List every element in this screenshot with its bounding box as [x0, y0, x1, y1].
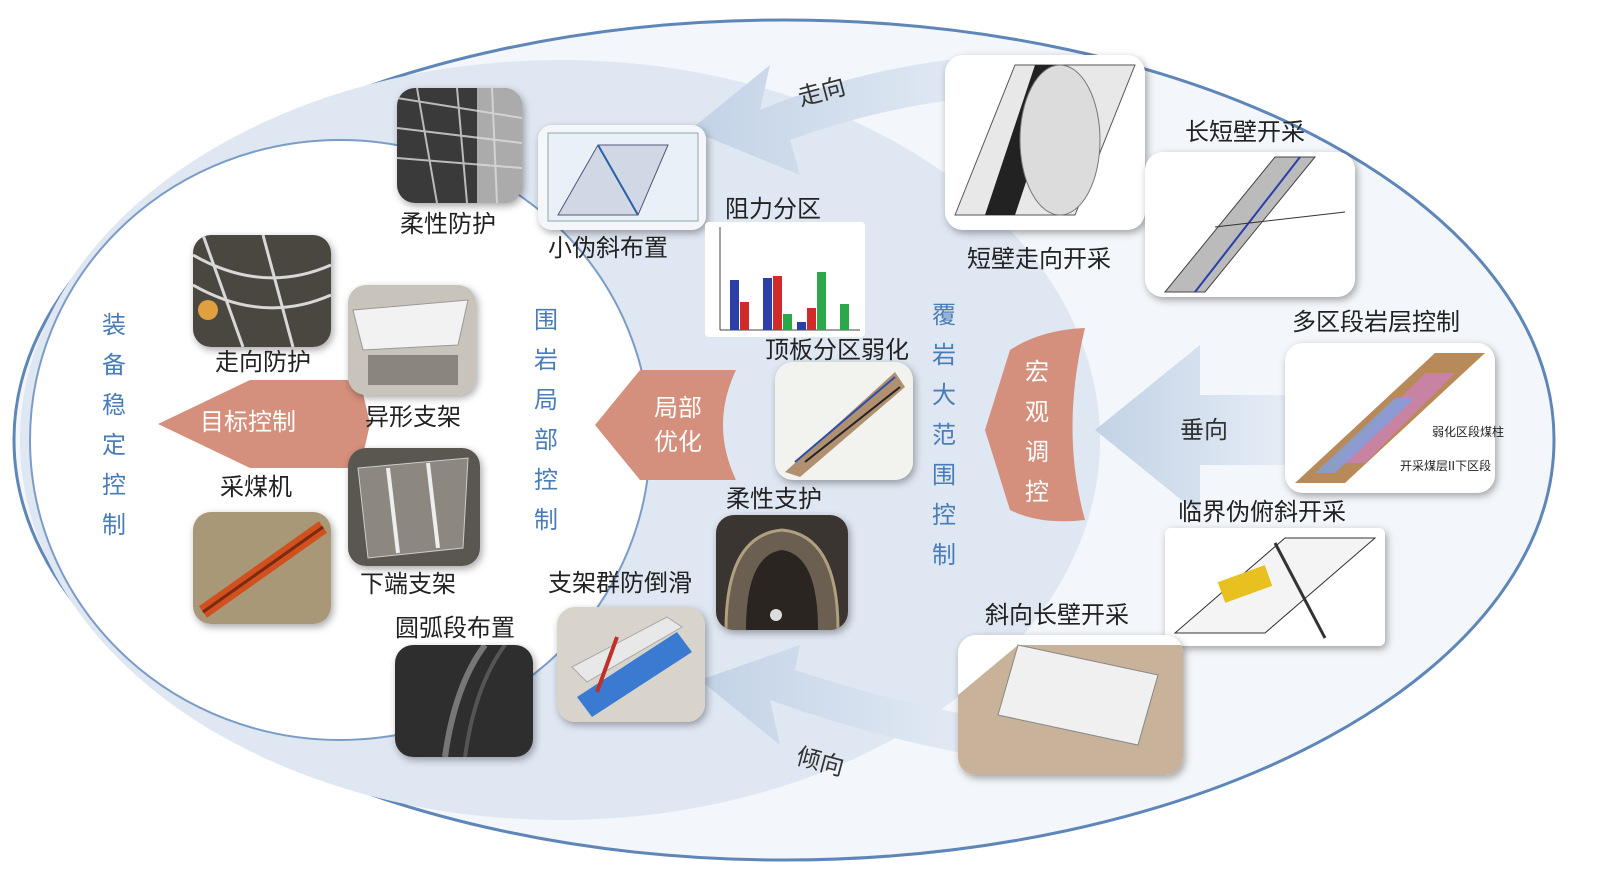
flexible-support-photo	[716, 515, 848, 630]
short-wall-strike-mining-figure	[945, 55, 1145, 230]
special-support-photo	[348, 285, 476, 395]
small-pseudo-incline-label: 小伪斜布置	[548, 234, 668, 262]
target-control-label: 目标控制	[200, 408, 296, 436]
flexible-protection-photo	[397, 88, 522, 203]
lower-end-support-label: 下端支架	[360, 570, 456, 598]
roof-zoning-weakening-figure	[775, 362, 913, 480]
shearer-label: 采煤机	[220, 473, 292, 501]
roof-zoning-weakening-label: 顶板分区弱化	[765, 336, 909, 364]
equipment-stability-title: 装备稳定控制	[102, 311, 126, 539]
coal-pillar-text: 弱化区段煤柱	[1432, 425, 1505, 439]
macro-regulation-label: 宏观调控	[1025, 358, 1049, 506]
oblique-longwall-mining-figure	[958, 635, 1183, 775]
arc-section-photo	[395, 645, 533, 757]
multi-section-strata-control-label: 多区段岩层控制	[1292, 308, 1460, 336]
dip-arrow	[700, 645, 1000, 760]
oblique-longwall-mining-label: 斜向长壁开采	[985, 601, 1129, 629]
critical-pseudo-dip-mining-figure	[1165, 528, 1385, 646]
critical-pseudo-dip-mining-label: 临界伪俯斜开采	[1178, 498, 1346, 526]
resistance-zoning-label: 阻力分区	[725, 195, 821, 223]
resistance-zoning-chart	[705, 222, 865, 337]
target-diamond-shape	[158, 380, 370, 468]
arc-section-label: 圆弧段布置	[395, 614, 515, 642]
local-optimization-label: 局部优化	[654, 394, 702, 456]
multi-section-strata-control-figure	[1285, 343, 1495, 493]
small-pseudo-incline-figure	[538, 125, 706, 230]
short-wall-strike-mining-label: 短壁走向开采	[967, 245, 1111, 273]
strike-arrow	[690, 55, 1010, 175]
strike-protection-label: 走向防护	[215, 348, 311, 376]
strike-protection-photo	[193, 235, 331, 347]
long-short-wall-mining-figure	[1145, 152, 1355, 297]
special-support-label: 异形支架	[365, 403, 461, 431]
long-short-wall-mining-label: 长短壁开采	[1185, 118, 1305, 146]
shearer-photo	[193, 512, 331, 624]
flexible-protection-label: 柔性防护	[400, 210, 496, 238]
vertical-arrow	[1095, 345, 1290, 515]
flexible-support-label: 柔性支护	[726, 485, 822, 513]
lower-section-text: 开采煤层II下区段	[1400, 459, 1492, 473]
local-block-shape	[595, 370, 736, 480]
vertical-direction-label: 垂向	[1180, 416, 1228, 444]
support-group-anti-slip-photo	[557, 607, 705, 722]
lower-end-support-photo	[348, 448, 480, 566]
local-control-title: 围岩局部控制	[534, 306, 558, 534]
macro-control-title: 覆岩大范围控制	[932, 301, 956, 569]
support-group-anti-slip-label: 支架群防倒滑	[548, 569, 692, 597]
macro-block-shape	[985, 328, 1085, 522]
